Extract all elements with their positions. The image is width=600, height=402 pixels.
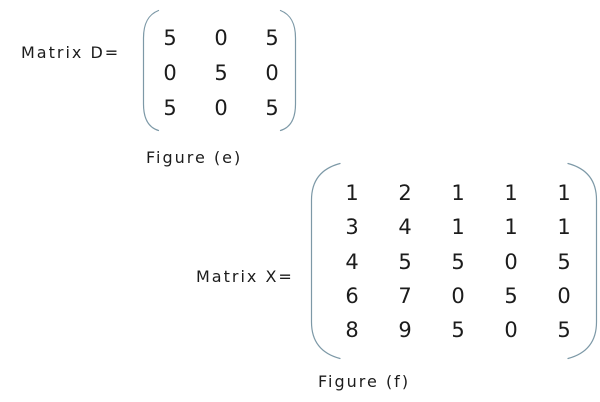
matrix-d-cell-0-2: 5 (265, 26, 279, 50)
matrix-x-cell-1-1: 4 (398, 215, 412, 240)
matrix-x-cell-0-3: 1 (504, 181, 518, 206)
figure-e-caption: Figure (e) (146, 148, 243, 167)
matrix-x-cell-1-2: 1 (451, 215, 465, 240)
matrix-d-cell-1-0: 0 (163, 61, 177, 85)
matrix-x: 1 2 1 1 1 3 4 1 1 1 4 5 5 0 5 6 7 0 5 0 … (309, 162, 599, 360)
matrix-x-cell-3-4: 0 (557, 284, 571, 309)
matrix-x-cell-4-2: 5 (451, 318, 465, 343)
matrix-d-cell-2-0: 5 (163, 96, 177, 120)
left-parenthesis-icon (310, 162, 341, 360)
matrix-x-cell-4-0: 8 (345, 318, 359, 343)
matrix-x-cell-2-3: 0 (504, 249, 518, 274)
matrix-d-cell-1-1: 5 (214, 61, 228, 85)
matrix-x-cell-3-2: 0 (451, 284, 465, 309)
matrix-x-cell-0-1: 2 (398, 181, 412, 206)
matrix-d-cell-2-1: 0 (214, 96, 228, 120)
right-parenthesis-icon (567, 162, 598, 360)
matrix-x-values: 1 2 1 1 1 3 4 1 1 1 4 5 5 0 5 6 7 0 5 0 … (326, 176, 591, 347)
matrix-x-cell-1-4: 1 (557, 215, 571, 240)
matrix-x-cell-0-2: 1 (451, 181, 465, 206)
matrix-d-cell-0-1: 0 (214, 26, 228, 50)
matrix-d-label: Matrix D= (21, 43, 121, 62)
matrix-d: 5 0 5 0 5 0 5 0 5 (141, 9, 298, 132)
matrix-x-cell-2-0: 4 (345, 249, 359, 274)
matrix-x-cell-0-4: 1 (557, 181, 571, 206)
left-parenthesis-icon (142, 9, 160, 132)
matrix-x-cell-4-1: 9 (398, 318, 412, 343)
right-parenthesis-icon (279, 9, 297, 132)
matrix-x-cell-2-1: 5 (398, 249, 412, 274)
matrix-x-cell-3-3: 5 (504, 284, 518, 309)
matrix-d-cell-2-2: 5 (265, 96, 279, 120)
matrix-x-cell-1-3: 1 (504, 215, 518, 240)
matrix-d-cell-1-2: 0 (265, 61, 279, 85)
figure-f-caption: Figure (f) (318, 372, 411, 391)
matrix-x-cell-0-0: 1 (345, 181, 359, 206)
matrix-x-cell-2-2: 5 (451, 249, 465, 274)
matrix-d-values: 5 0 5 0 5 0 5 0 5 (145, 21, 298, 126)
matrix-x-cell-2-4: 5 (557, 249, 571, 274)
matrix-d-cell-0-0: 5 (163, 26, 177, 50)
matrix-x-cell-4-3: 0 (504, 318, 518, 343)
matrix-x-cell-3-1: 7 (398, 284, 412, 309)
matrix-x-cell-4-4: 5 (557, 318, 571, 343)
matrix-x-cell-1-0: 3 (345, 215, 359, 240)
matrix-x-cell-3-0: 6 (345, 284, 359, 309)
matrix-x-label: Matrix X= (196, 267, 294, 286)
